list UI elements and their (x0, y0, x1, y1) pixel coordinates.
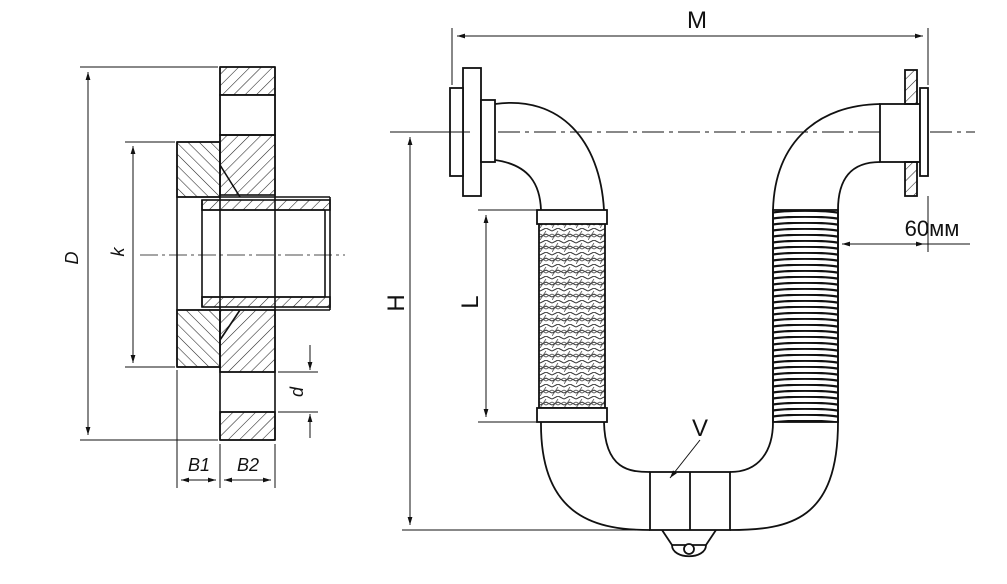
label-L: L (457, 295, 484, 308)
hub-top (176, 141, 221, 198)
label-offset-60mm: 60мм (905, 216, 960, 241)
label-k: k (108, 247, 128, 257)
braid-collar-bottom (536, 407, 608, 423)
pipe-wall-bottom (201, 296, 331, 308)
right-flange (919, 87, 929, 177)
flange-dimensions (80, 66, 318, 488)
label-M: M (687, 7, 707, 34)
braid-collar-top (536, 209, 608, 225)
drain-plug (683, 543, 695, 555)
flange-section-view (140, 66, 345, 441)
label-V: V (692, 415, 708, 442)
label-B2: B2 (237, 455, 259, 475)
label-H: H (383, 294, 410, 311)
hub-bottom (176, 309, 221, 368)
flange-top-hatch (219, 66, 276, 96)
braided-hose (538, 221, 606, 409)
label-d: d (287, 386, 307, 397)
label-D: D (62, 252, 82, 265)
right-flange-sleeve (879, 103, 921, 163)
label-B1: B1 (188, 455, 210, 475)
assembly-dimensions (402, 28, 970, 531)
corrugated-hose (772, 209, 839, 423)
pipe-wall-top (201, 199, 331, 211)
compensator-assembly (449, 67, 929, 558)
